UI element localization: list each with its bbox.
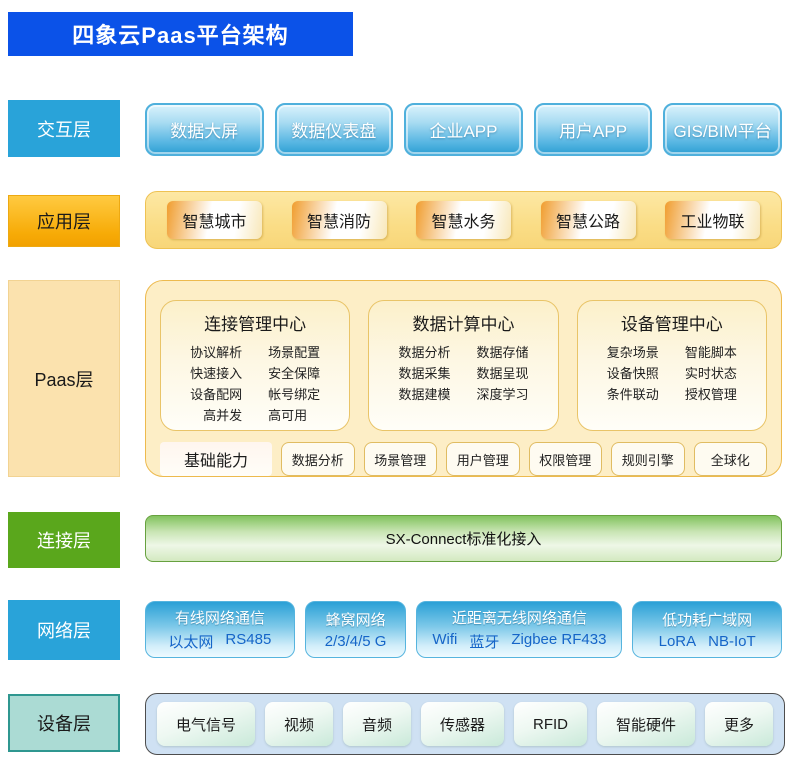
page-title: 四象云Paas平台架构 (8, 12, 353, 56)
network-protocol: 2/3/4/5 G (324, 633, 387, 650)
layer-label-network: 网络层 (8, 600, 120, 660)
network-box: 低功耗广域网 LoRA NB-IoT (632, 601, 783, 658)
paas-center-row: 复杂场景 智能脚本 (578, 342, 766, 363)
paas-center-row: 数据建模 深度学习 (369, 384, 557, 405)
device-item[interactable]: RFID (514, 702, 587, 746)
application-panel: 智慧城市智慧消防智慧水务智慧公路工业物联 (145, 191, 782, 249)
paas-base-item[interactable]: 全球化 (693, 442, 767, 476)
paas-capability: 帐号绑定 (268, 387, 321, 402)
network-box-title: 有线网络通信 (174, 610, 265, 627)
paas-capability: 数据存储 (476, 345, 529, 360)
paas-center-title: 连接管理中心 (204, 315, 307, 334)
paas-capability: 条件联动 (606, 387, 659, 402)
network-protocol: Wifi (432, 631, 458, 648)
application-item[interactable]: 智慧水务 (416, 201, 511, 239)
paas-center-row: 数据分析 数据存储 (369, 342, 557, 363)
network-protocol: LoRA (658, 633, 697, 650)
device-item[interactable]: 视频 (265, 702, 333, 746)
network-box: 近距离无线网络通信 Wifi 蓝牙 Zigbee RF433 (416, 601, 623, 658)
paas-base-item[interactable]: 场景管理 (363, 442, 437, 476)
network-box-protocols: 以太网 RS485 (168, 631, 271, 652)
paas-capability: 数据建模 (398, 387, 451, 402)
application-item[interactable]: 智慧消防 (291, 201, 387, 239)
network-box-title: 近距离无线网络通信 (451, 610, 587, 627)
interaction-button[interactable]: 数据大屏 (145, 103, 264, 156)
network-protocol: RS485 (225, 631, 272, 648)
network-protocol: 蓝牙 (469, 634, 500, 651)
network-box: 蜂窝网络 2/3/4/5 G (304, 601, 407, 658)
device-item[interactable]: 音频 (343, 702, 411, 746)
interaction-button[interactable]: 数据仪表盘 (274, 103, 394, 156)
application-item[interactable]: 工业物联 (665, 201, 760, 239)
paas-capability: 设备快照 (606, 366, 659, 381)
network-protocol: Zigbee RF433 (511, 631, 607, 648)
device-item[interactable]: 传感器 (421, 702, 504, 746)
paas-capability: 高并发 (203, 408, 243, 423)
network-box-title: 低功耗广域网 (662, 612, 753, 629)
network-box-protocols: LoRA NB-IoT (659, 633, 756, 650)
interaction-button[interactable]: 企业APP (404, 103, 523, 156)
network-protocol: 以太网 (168, 634, 214, 651)
paas-capability: 协议解析 (190, 345, 243, 360)
paas-base-item[interactable]: 用户管理 (446, 442, 520, 476)
paas-base-item[interactable]: 权限管理 (528, 442, 602, 476)
paas-base-item[interactable]: 数据分析 (281, 442, 355, 476)
sx-connect-bar: SX-Connect标准化接入 (145, 515, 782, 562)
interaction-button[interactable]: 用户APP (533, 103, 653, 156)
paas-center-row: 条件联动 授权管理 (578, 384, 766, 405)
network-items: 有线网络通信以太网 RS485 蜂窝网络 2/3/4/5 G 近距离无线网络通信 Wifi… (145, 601, 783, 658)
paas-base-item[interactable]: 规则引擎 (611, 442, 685, 476)
paas-center-row: 高并发 高可用 (161, 405, 349, 426)
paas-capability: 数据分析 (398, 345, 451, 360)
paas-center-box: 设备管理中心复杂场景 智能脚本设备快照 实时状态条件联动 授权管理 (576, 300, 767, 431)
paas-capability: 数据采集 (398, 366, 451, 381)
layer-label-connect: 连接层 (8, 512, 120, 568)
paas-center-row: 设备快照 实时状态 (578, 363, 766, 384)
paas-center-title: 数据计算中心 (412, 315, 515, 334)
network-box-protocols: 2/3/4/5 G (325, 633, 387, 650)
paas-center-row: 数据采集 数据呈现 (369, 363, 557, 384)
paas-panel: 连接管理中心协议解析 场景配置快速接入 安全保障设备配网 帐号绑定高并发 高可用 数据计算… (145, 280, 782, 477)
paas-center-box: 连接管理中心协议解析 场景配置快速接入 安全保障设备配网 帐号绑定高并发 高可用 (160, 300, 351, 431)
device-item[interactable]: 智能硬件 (596, 702, 695, 746)
paas-center-row: 快速接入 安全保障 (161, 363, 349, 384)
paas-center-box: 数据计算中心数据分析 数据存储数据采集 数据呈现数据建模 深度学习 (368, 300, 559, 431)
paas-capability: 场景配置 (268, 345, 321, 360)
paas-center-title: 设备管理中心 (620, 315, 723, 334)
device-item[interactable]: 更多 (704, 702, 773, 746)
interaction-button[interactable]: GIS/BIM平台 (663, 103, 782, 156)
paas-capability: 实时状态 (684, 366, 737, 381)
base-capability-label: 基础能力 (160, 442, 272, 476)
paas-center-row: 设备配网 帐号绑定 (161, 384, 349, 405)
network-box-title: 蜂窝网络 (325, 612, 386, 629)
layer-label-paas: Paas层 (8, 280, 120, 477)
network-box: 有线网络通信以太网 RS485 (145, 601, 295, 658)
layer-label-application: 应用层 (8, 195, 120, 247)
paas-capability: 深度学习 (476, 387, 529, 402)
paas-capability: 快速接入 (190, 366, 243, 381)
paas-capability: 安全保障 (268, 366, 321, 381)
network-box-protocols: Wifi 蓝牙 Zigbee RF433 (432, 631, 606, 652)
paas-capability: 授权管理 (684, 387, 737, 402)
paas-center-row: 协议解析 场景配置 (161, 342, 349, 363)
paas-capability: 智能脚本 (684, 345, 737, 360)
application-item[interactable]: 智慧公路 (540, 201, 636, 239)
paas-capability: 数据呈现 (476, 366, 529, 381)
paas-centers: 连接管理中心协议解析 场景配置快速接入 安全保障设备配网 帐号绑定高并发 高可用 数据计算… (160, 300, 767, 431)
application-item[interactable]: 智慧城市 (167, 201, 262, 239)
paas-capability: 复杂场景 (606, 345, 659, 360)
network-protocol: NB-IoT (708, 633, 756, 650)
device-item[interactable]: 电气信号 (157, 702, 255, 746)
paas-base-row: 基础能力 数据分析场景管理用户管理权限管理规则引擎全球化 (160, 442, 767, 476)
paas-capability: 高可用 (268, 408, 308, 423)
paas-capability: 设备配网 (190, 387, 243, 402)
layer-label-device: 设备层 (8, 694, 120, 752)
layer-label-interaction: 交互层 (8, 100, 120, 157)
